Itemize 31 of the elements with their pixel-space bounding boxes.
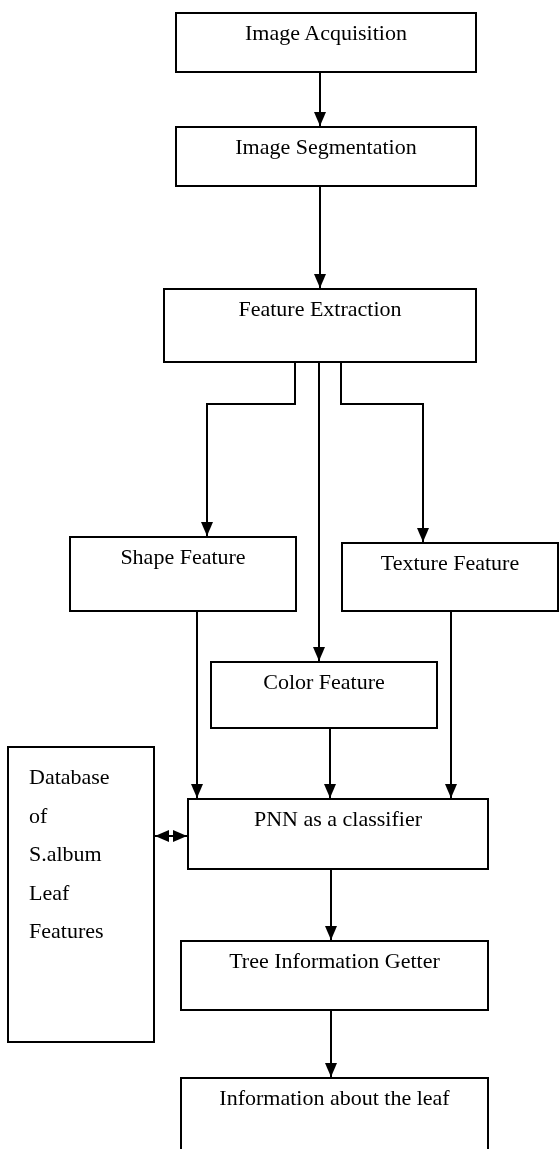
process-box — [210, 661, 438, 729]
box-label: Tree Information Getter — [229, 948, 440, 975]
arrow — [324, 728, 336, 799]
box-label: PNN as a classifier — [254, 806, 422, 833]
arrow — [340, 362, 429, 543]
box-label: Image Acquisition — [245, 20, 407, 47]
process-box — [7, 746, 155, 1043]
box-label: Feature Extraction — [238, 296, 402, 323]
arrow — [154, 830, 188, 842]
arrow — [445, 611, 457, 799]
box-label: Image Segmentation — [235, 134, 417, 161]
process-box — [175, 126, 477, 187]
box-label: Information about the leaf — [219, 1085, 450, 1112]
process-box — [175, 12, 477, 73]
arrow — [314, 186, 326, 289]
process-box — [180, 940, 489, 1011]
process-box — [180, 1077, 489, 1149]
process-box — [187, 798, 489, 870]
process-box — [69, 536, 297, 612]
arrow — [325, 1010, 337, 1078]
box-label: Shape Feature — [120, 544, 246, 571]
arrow — [313, 362, 325, 662]
box-label: Texture Feature — [380, 550, 520, 577]
process-box — [163, 288, 477, 363]
box-label: Database of S.album Leaf Features — [29, 763, 109, 945]
box-label: Color Feature — [263, 669, 385, 696]
arrow — [191, 611, 203, 799]
arrow — [201, 362, 296, 537]
process-box — [341, 542, 559, 612]
arrow — [314, 72, 326, 127]
arrow — [325, 869, 337, 941]
